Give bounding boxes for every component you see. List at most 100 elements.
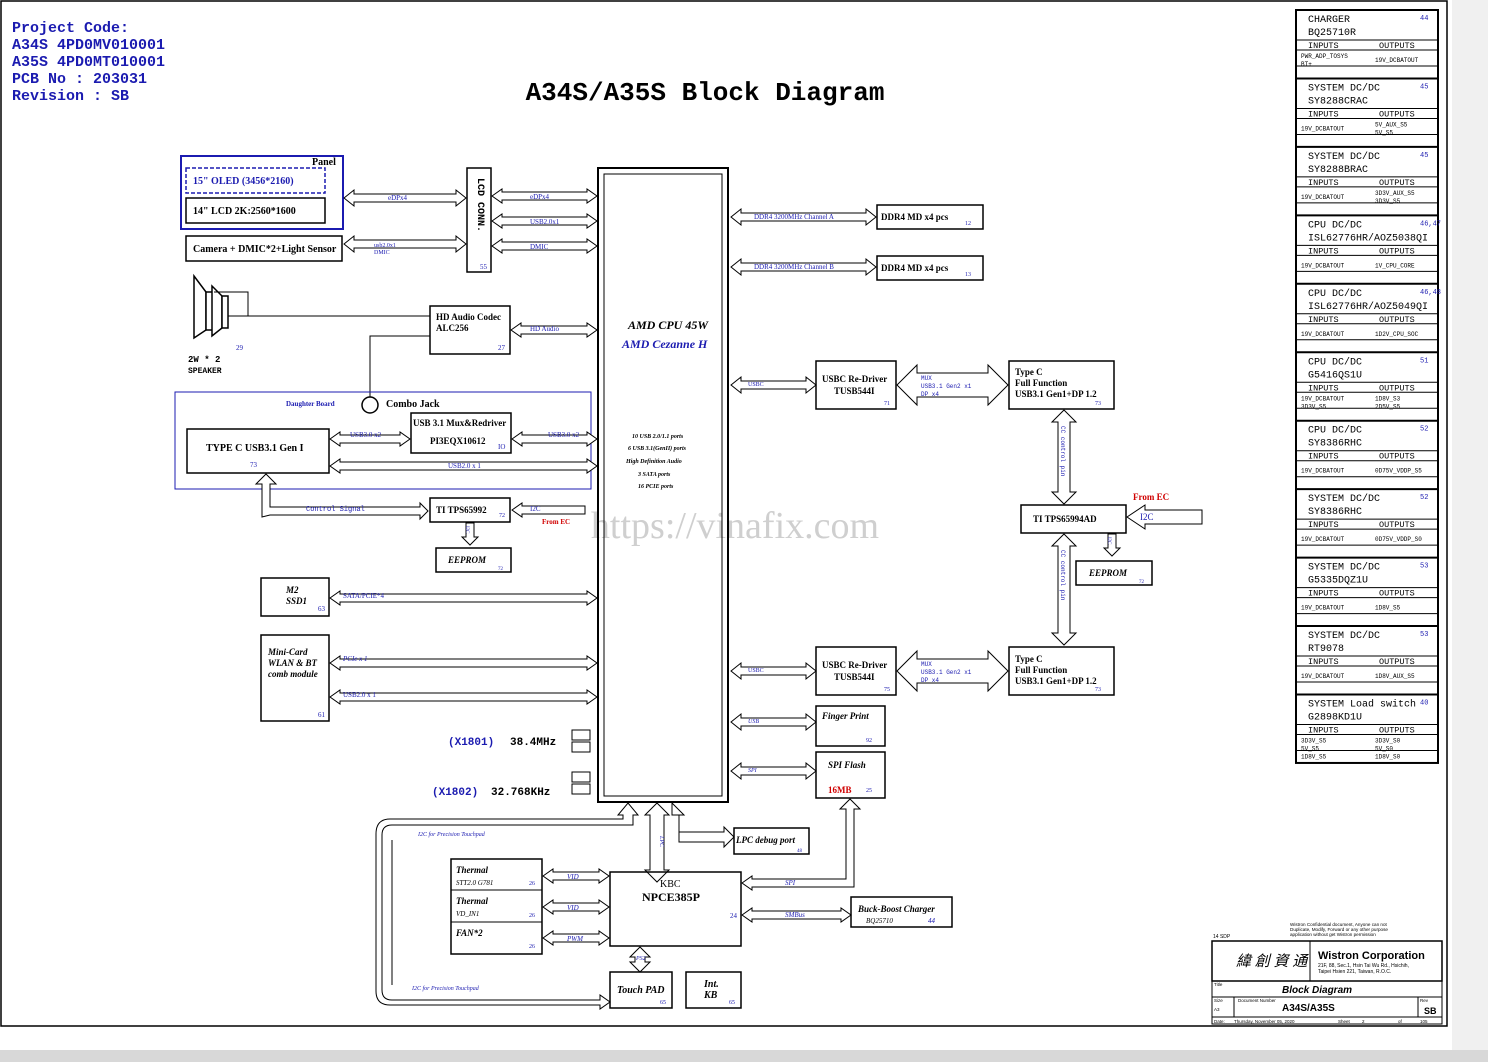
svg-text:CHARGER: CHARGER: [1308, 15, 1350, 26]
svg-text:MUX: MUX: [921, 661, 932, 668]
svg-text:38.4MHz: 38.4MHz: [510, 737, 556, 749]
svg-text:USBC Re-Driver: USBC Re-Driver: [822, 660, 887, 670]
svg-text:DMIC: DMIC: [530, 243, 549, 251]
svg-text:I2C for Precision Touchpad: I2C for Precision Touchpad: [411, 985, 480, 992]
svg-text:Mini-Card: Mini-Card: [267, 647, 308, 657]
svg-text:Block Diagram: Block Diagram: [1282, 985, 1352, 996]
svg-text:INPUTS: INPUTS: [1308, 246, 1339, 256]
svg-text:19V_DCBATOUT: 19V_DCBATOUT: [1301, 262, 1345, 269]
svg-text:I2C: I2C: [1106, 537, 1111, 545]
svg-text:Control Signal: Control Signal: [306, 506, 365, 514]
svg-text:Rev: Rev: [1420, 998, 1429, 1003]
svg-text:26: 26: [529, 913, 535, 919]
ti-tps65992-box: [429, 497, 511, 523]
title-block: Wistron Confidential document, Anyone ca…: [1211, 922, 1443, 1025]
lcd-label: 14" LCD 2K:2560*1600: [193, 206, 296, 217]
svg-text:DDR4 3200MHz Channel B: DDR4 3200MHz Channel B: [754, 263, 834, 271]
svg-text:10 USB 2.0/1.1 ports: 10 USB 2.0/1.1 ports: [632, 434, 684, 440]
svg-text:Taipei Hsien 221, Taiwan, R.O.: Taipei Hsien 221, Taiwan, R.O.C.: [1318, 969, 1391, 975]
lcd-box: [185, 197, 326, 224]
hd-audio-box: [429, 305, 511, 355]
svg-text:CPU DC/DC: CPU DC/DC: [1308, 356, 1362, 368]
svg-text:1D8V_S0: 1D8V_S0: [1375, 754, 1401, 761]
svg-text:Wistron Confidential document,: Wistron Confidential document, Anyone ca…: [1290, 922, 1388, 927]
svg-text:BQ25710: BQ25710: [866, 917, 893, 925]
svg-text:Document Number: Document Number: [1238, 998, 1276, 1003]
oled-box: [185, 167, 326, 194]
svg-text:OUTPUTS: OUTPUTS: [1379, 109, 1415, 119]
wlan-box: [260, 634, 330, 722]
project-line: PCB No : 203031: [12, 71, 147, 88]
svg-text:44: 44: [1420, 15, 1428, 23]
svg-text:3D3V_AUX_S5: 3D3V_AUX_S5: [1375, 190, 1415, 197]
svg-text:Thermal: Thermal: [456, 865, 489, 875]
svg-text:ISL62776HR/AOZ5049QI: ISL62776HR/AOZ5049QI: [1308, 301, 1428, 313]
svg-text:DDR4 3200MHz Channel A: DDR4 3200MHz Channel A: [754, 213, 834, 221]
usbc-bottom-bus: USBC: [730, 661, 817, 681]
typec-top-box: [1008, 360, 1115, 410]
svg-text:HD Audio: HD Audio: [530, 325, 559, 333]
svg-text:VID: VID: [567, 904, 579, 912]
svg-text:application without get Wistro: application without get Wistron permissi…: [1290, 932, 1376, 937]
svg-text:SYSTEM DC/DC: SYSTEM DC/DC: [1308, 493, 1380, 505]
watermark: https://vinafix.com: [591, 505, 879, 547]
svg-text:I2C: I2C: [1140, 512, 1154, 522]
thermal-buses: VID VID PWM: [542, 868, 610, 946]
svg-text:26: 26: [529, 944, 535, 950]
svg-text:19V_DCBATOUT: 19V_DCBATOUT: [1301, 673, 1345, 680]
cpu-title: AMD CPU 45W: [627, 318, 709, 332]
spi-bus: SPI: [730, 761, 817, 781]
svg-text:Wistron Corporation: Wistron Corporation: [1318, 950, 1425, 962]
camera-bus: usb2.0x1 DMIC: [343, 234, 467, 256]
camera-box: [185, 235, 343, 262]
svg-text:72: 72: [499, 513, 505, 519]
typec-db-title: TYPE C USB3.1 Gen I: [206, 443, 304, 454]
svg-text:OUTPUTS: OUTPUTS: [1379, 726, 1415, 736]
spi-flash-box: [815, 751, 886, 799]
svg-text:KBC: KBC: [660, 879, 681, 890]
svg-text:53: 53: [1420, 631, 1428, 639]
svg-text:OUTPUTS: OUTPUTS: [1379, 452, 1415, 462]
svg-text:SY8386RHC: SY8386RHC: [1308, 439, 1362, 450]
svg-text:High Definition Audio: High Definition Audio: [625, 459, 682, 465]
svg-text:From EC: From EC: [542, 518, 570, 526]
bottom-scrollbar[interactable]: [0, 1050, 1488, 1062]
svg-text:IO: IO: [498, 443, 505, 451]
svg-text:SPI: SPI: [785, 879, 796, 887]
svg-text:0D75V_VDDP_S0: 0D75V_VDDP_S0: [1375, 536, 1422, 543]
usbc-top-bus: USBC: [730, 375, 817, 395]
svg-text:From EC: From EC: [1133, 492, 1169, 502]
svg-text:19V_DCBATOUT: 19V_DCBATOUT: [1301, 605, 1345, 612]
svg-text:19V_DCBATOUT: 19V_DCBATOUT: [1301, 395, 1345, 402]
svg-text:3 SATA ports: 3 SATA ports: [637, 472, 671, 478]
kbc-spi-bus: SPI: [741, 798, 862, 891]
svg-text:comb module: comb module: [268, 669, 318, 679]
svg-text:19V_DCBATOUT: 19V_DCBATOUT: [1375, 57, 1419, 64]
svg-text:G5416QS1U: G5416QS1U: [1308, 370, 1362, 381]
svg-text:USB: USB: [748, 719, 759, 725]
svg-text:DDR4 MD x4 pcs: DDR4 MD x4 pcs: [881, 212, 949, 222]
svg-text:25: 25: [866, 788, 872, 794]
eeprom-left-title: EEPROM: [447, 555, 487, 565]
speaker-icon: [193, 273, 249, 340]
svg-text:LPC debug port: LPC debug port: [735, 835, 796, 845]
svg-text:SYSTEM DC/DC: SYSTEM DC/DC: [1308, 151, 1380, 163]
lpc-bus: LPC: [643, 801, 735, 883]
svg-text:SPI: SPI: [748, 768, 758, 774]
lcd-conn-box: [466, 167, 492, 273]
wistron-logo: 緯 創 資 通: [1236, 953, 1309, 970]
svg-text:61: 61: [318, 711, 326, 719]
svg-text:Full Function: Full Function: [1015, 378, 1067, 388]
svg-text:USB3.0 x2: USB3.0 x2: [548, 431, 580, 439]
svg-text:Full Function: Full Function: [1015, 665, 1067, 675]
svg-text:USB2.0x1: USB2.0x1: [530, 218, 560, 226]
sata-bus: SATA/PCIE*4: [329, 590, 598, 606]
svg-text:SY8288CRAC: SY8288CRAC: [1308, 96, 1368, 107]
svg-text:(X1801): (X1801): [448, 737, 494, 749]
svg-text:65: 65: [729, 1000, 735, 1006]
svg-text:Finger Print: Finger Print: [821, 711, 869, 721]
svg-text:SYSTEM Load switch: SYSTEM Load switch: [1308, 699, 1416, 711]
speaker-page: 29: [236, 344, 244, 352]
ddr-b-bus: DDR4 3200MHz Channel B: [730, 257, 877, 277]
svg-text:INPUTS: INPUTS: [1308, 520, 1339, 530]
